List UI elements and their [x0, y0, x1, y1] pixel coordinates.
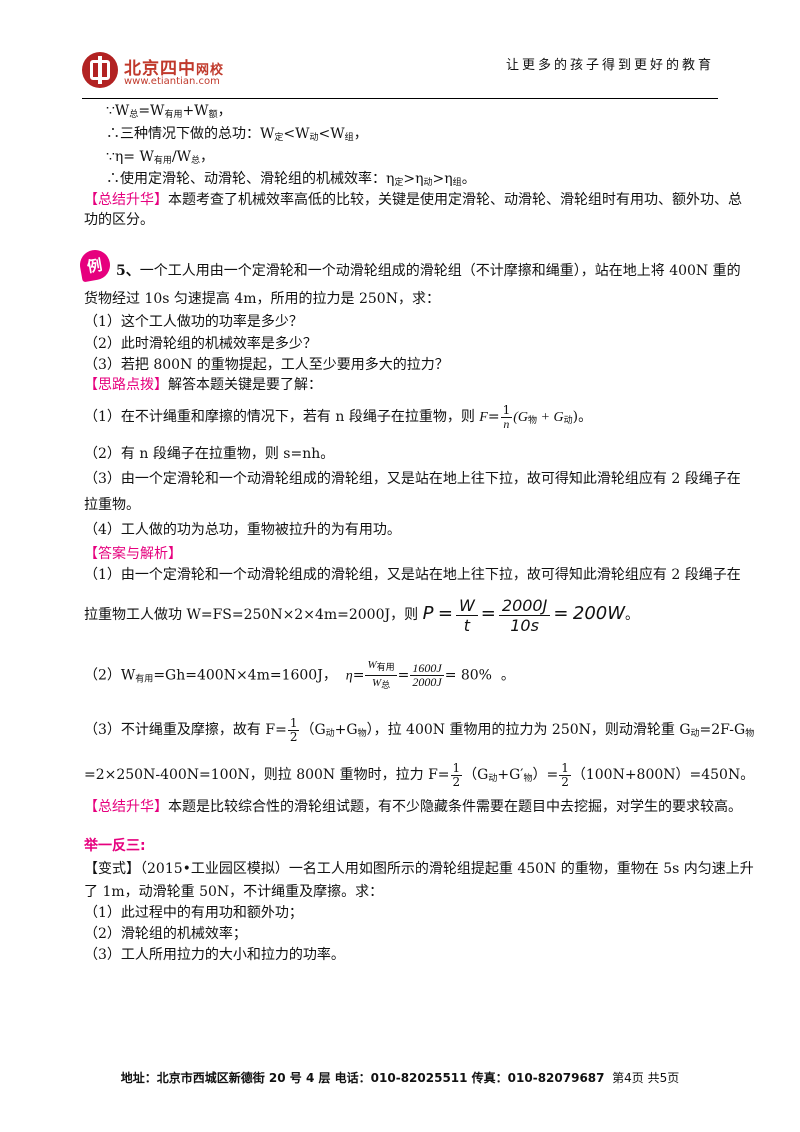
question-line-1: 5、一个工人用由一个定滑轮和一个动滑轮组成的滑轮组（不计摩擦和绳重），站在地上将… [116, 263, 741, 279]
logo-suffix: 网校 [196, 63, 225, 78]
summary-line-2: 功的区分。 [84, 212, 154, 228]
hint-point-2: （2）有 n 段绳子在拉重物，则 s=nh。 [84, 446, 335, 462]
question-line-2: 货物经过 10s 匀速提高 4m，所用的拉力是 250N，求： [84, 291, 440, 307]
reason-line-4: ∴使用定滑轮、动滑轮、滑轮组的机械效率：η定>η动>η组。 [106, 171, 476, 188]
question-part-1: （1）这个工人做功的功率是多少？ [84, 314, 303, 330]
hint-point-3a: （3）由一个定滑轮和一个动滑轮组成的滑轮组，又是站在地上往下拉，故可得知此滑轮组… [84, 471, 741, 487]
summary-tag-2: 【总结升华】 [84, 799, 168, 815]
summary-line-example5: 【总结升华】本题是比较综合性的滑轮组试题，有不少隐藏条件需要在题目中去挖掘，对学… [84, 799, 742, 815]
reason-line-3: ∵η= W有用/W总， [106, 149, 215, 166]
hint-point-3b: 拉重物。 [84, 497, 140, 513]
reason-line-2: ∴三种情况下做的总功：W定<W动<W组， [106, 126, 368, 143]
header-slogan: 让更多的孩子得到更好的教育 [505, 58, 714, 73]
header-divider [82, 98, 718, 99]
variant-line-1: 【变式】（2015•工业园区模拟）一名工人用如图所示的滑轮组提起重 450N 的… [84, 861, 754, 877]
hint-point-4: （4）工人做的功为总功，重物被拉升的为有用功。 [84, 522, 401, 538]
logo-emblem-icon [82, 52, 118, 88]
reason-line-1: ∵W总=W有用+W额， [106, 103, 232, 120]
variant-part-1: （1）此过程中的有用功和额外功； [84, 905, 303, 921]
logo-url: www.etiantian.com [124, 76, 220, 87]
hint-tag: 【思路点拨】 [84, 377, 168, 393]
practice-heading: 举一反三: [84, 838, 146, 854]
logo-name: 北京四中 [124, 59, 196, 79]
school-logo[interactable]: 北京四中网校 www.etiantian.com [82, 52, 267, 94]
variant-part-3: （3）工人所用拉力的大小和拉力的功率。 [84, 947, 345, 963]
footer-address: 地址：北京市西城区新德街 20 号 4 层 电话：010-82025511 传真… [120, 1071, 605, 1085]
answer-tag: 【答案与解析】 [84, 546, 182, 562]
page-number: 第4页 共5页 [612, 1071, 680, 1085]
question-part-2: （2）此时滑轮组的机械效率是多少？ [84, 336, 317, 352]
page-footer: 地址：北京市西城区新德街 20 号 4 层 电话：010-82025511 传真… [0, 1069, 800, 1086]
variant-part-2: （2）滑轮组的机械效率； [84, 926, 247, 942]
question-part-3: （3）若把 800N 的重物提起，工人至少要用多大的拉力？ [84, 357, 449, 373]
variant-line-2: 了 1m，动滑轮重 50N，不计绳重及摩擦。求： [84, 884, 384, 900]
summary-line-1: 【总结升华】本题考查了机械效率高低的比较，关键是使用定滑轮、动滑轮、滑轮组时有用… [84, 192, 742, 208]
example-badge-icon: 例 [77, 247, 113, 283]
hint-line: 【思路点拨】解答本题关键是要了解： [84, 377, 322, 393]
answer-1a: （1）由一个定滑轮和一个动滑轮组成的滑轮组，又是站在地上往下拉，故可得知此滑轮组… [84, 567, 741, 583]
summary-tag: 【总结升华】 [84, 192, 168, 208]
